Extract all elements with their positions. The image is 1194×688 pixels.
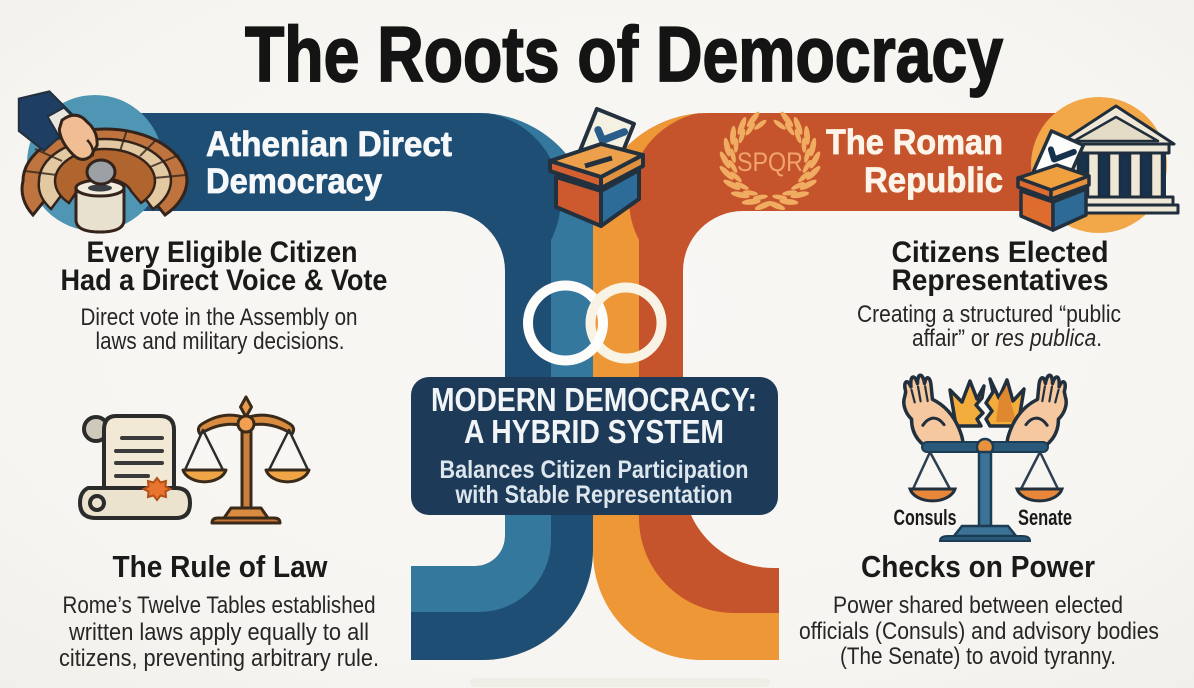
svg-text:The Roots of Democracy: The Roots of Democracy [245,10,1003,98]
svg-text:affair” or res publica.: affair” or res publica. [912,325,1102,352]
svg-text:Power shared between elected: Power shared between elected [833,592,1123,619]
svg-text:SPQR: SPQR [737,147,803,177]
svg-text:written laws apply equally to: written laws apply equally to all [68,619,369,646]
svg-text:Direct vote in the Assembly on: Direct vote in the Assembly on [81,304,358,331]
svg-text:The Rule of Law: The Rule of Law [113,549,329,584]
svg-text:Republic: Republic [864,161,1003,200]
svg-text:Democracy: Democracy [206,162,382,201]
svg-text:Had a Direct Voice & Vote: Had a Direct Voice & Vote [61,264,388,297]
svg-text:Senate: Senate [1018,505,1072,530]
svg-text:officials (Consuls) and adviso: officials (Consuls) and advisory bodies [799,618,1159,645]
svg-text:MODERN DEMOCRACY:: MODERN DEMOCRACY: [431,381,757,418]
svg-text:Citizens Elected: Citizens Elected [892,236,1109,269]
svg-text:with Stable Representation: with Stable Representation [455,481,733,509]
svg-text:Balances Citizen Participation: Balances Citizen Participation [440,456,749,484]
svg-text:Representatives: Representatives [892,264,1109,297]
svg-text:(The Senate) to avoid tyranny.: (The Senate) to avoid tyranny. [840,643,1116,670]
svg-text:Consuls: Consuls [894,505,957,530]
svg-text:A HYBRID SYSTEM: A HYBRID SYSTEM [464,413,724,450]
svg-text:citizens, preventing arbitrary: citizens, preventing arbitrary rule. [59,645,379,672]
svg-text:Athenian Direct: Athenian Direct [206,125,452,164]
svg-text:Rome’s Twelve Tables establish: Rome’s Twelve Tables established [63,592,376,619]
svg-text:laws and military decisions.: laws and military decisions. [96,328,345,355]
svg-text:Every Eligible Citizen: Every Eligible Citizen [87,236,358,269]
svg-text:The Roman: The Roman [826,123,1003,162]
svg-text:Checks on Power: Checks on Power [861,549,1095,584]
svg-text:Creating a structured “public: Creating a structured “public [857,301,1121,328]
